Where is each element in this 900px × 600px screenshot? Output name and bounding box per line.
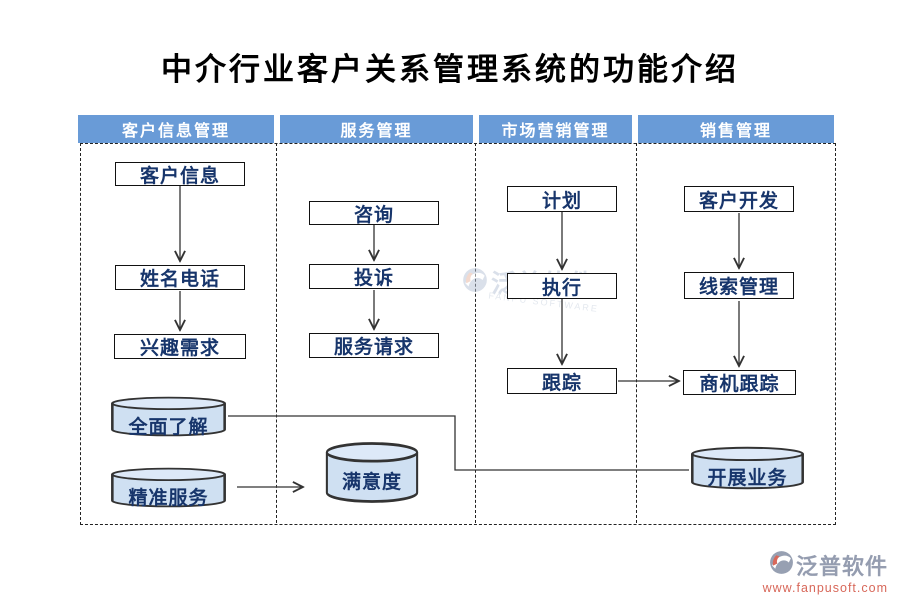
datastore-business-development: 开展业务	[690, 446, 805, 490]
column-divider-1	[276, 143, 277, 523]
datastore-full-understanding: 全面了解	[110, 396, 227, 438]
column-header-customer-info: 客户信息管理	[78, 115, 274, 143]
column-header-sales: 销售管理	[638, 115, 834, 143]
datastore-label: 精准服务	[128, 487, 209, 509]
column-header-service: 服务管理	[280, 115, 473, 143]
node-opportunity-tracking: 商机跟踪	[683, 370, 796, 395]
column-header-marketing: 市场营销管理	[479, 115, 632, 143]
node-customer-development: 客户开发	[684, 186, 794, 212]
diagram-dashed-frame	[80, 143, 836, 525]
node-service-request: 服务请求	[309, 333, 439, 358]
node-interest-needs: 兴趣需求	[114, 334, 246, 359]
footer-brand-text: 泛普软件	[795, 554, 888, 579]
column-divider-2	[475, 143, 476, 523]
datastore-label: 全面了解	[128, 416, 209, 438]
datastore-label: 满意度	[341, 472, 402, 494]
node-complaint: 投诉	[309, 264, 439, 289]
node-execute: 执行	[507, 273, 617, 299]
node-customer-info: 客户信息	[115, 162, 245, 187]
fanpu-logo-icon	[769, 549, 794, 581]
node-name-phone: 姓名电话	[115, 265, 245, 290]
page-title: 中介行业客户关系管理系统的功能介绍	[161, 52, 739, 87]
node-lead-management: 线索管理	[684, 272, 794, 299]
column-divider-3	[636, 143, 637, 523]
datastore-precise-service: 精准服务	[110, 467, 227, 509]
datastore-satisfaction: 满意度	[325, 441, 419, 504]
node-plan: 计划	[507, 186, 617, 212]
watermark-logo-icon	[462, 266, 488, 299]
datastore-label: 开展业务	[707, 467, 788, 489]
node-track: 跟踪	[507, 368, 617, 394]
footer-url: www.fanpusoft.com	[762, 581, 888, 595]
node-consultation: 咨询	[309, 201, 439, 226]
footer-brand-block: 泛普软件 www.fanpusoft.com	[763, 549, 888, 595]
